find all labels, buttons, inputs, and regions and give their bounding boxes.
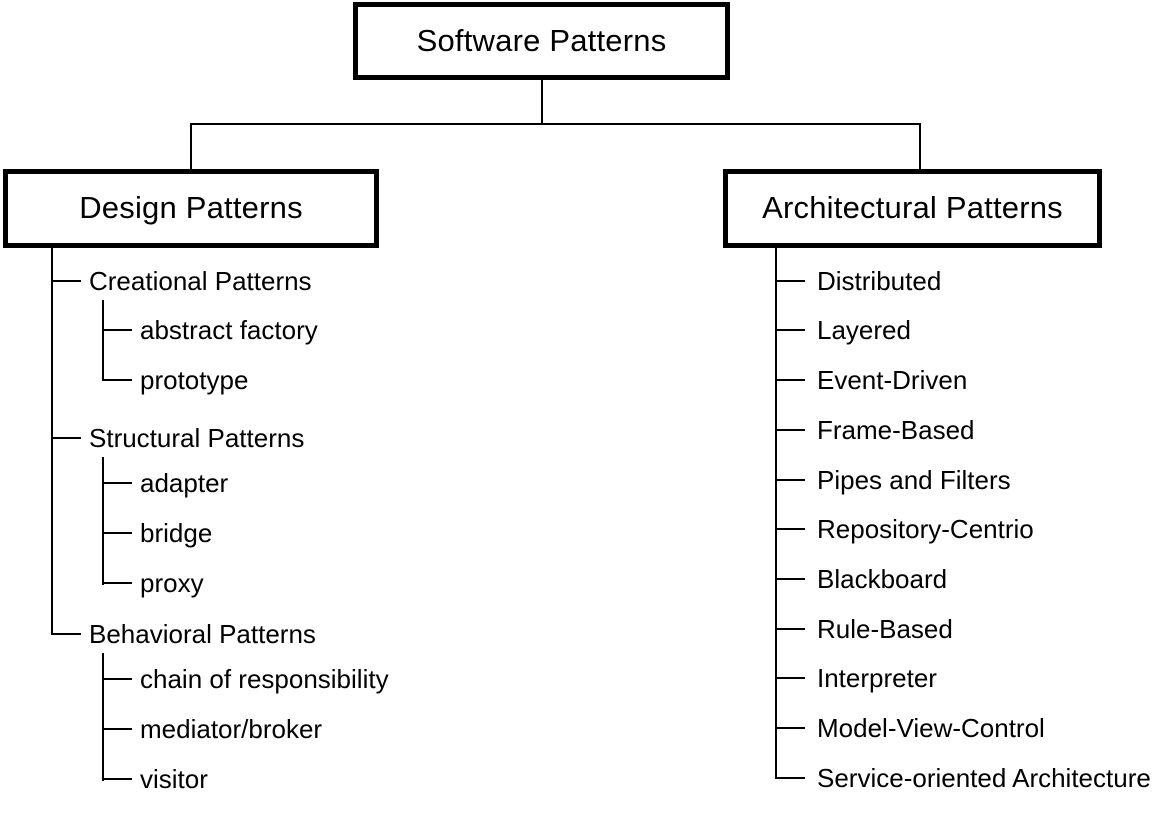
branch-stub-icon	[51, 280, 81, 282]
node-software-patterns: Software Patterns	[353, 2, 730, 80]
node-label-software-patterns: Software Patterns	[416, 22, 667, 58]
tree-row-abstract-factory: abstract factory	[0, 305, 380, 355]
tree-subtrunk-creational	[102, 300, 104, 380]
branch-stub-icon	[775, 379, 805, 381]
tree-row-mediator-broker: mediator/broker	[0, 704, 460, 754]
node-label-design-patterns: Design Patterns	[79, 190, 303, 226]
branch-stub-icon	[775, 280, 805, 282]
branch-stub-icon	[102, 379, 132, 381]
tree-row-frame-based: Frame-Based	[0, 405, 1159, 455]
tree-label-interpreter: Interpreter	[817, 663, 937, 693]
tree-label-frame-based: Frame-Based	[817, 415, 975, 445]
branch-stub-icon	[775, 677, 805, 679]
tree-row-interpreter: Interpreter	[0, 653, 1159, 703]
branch-stub-icon	[102, 482, 132, 484]
node-label-architectural-patterns: Architectural Patterns	[762, 190, 1063, 226]
connector-horizontal-bus	[190, 123, 921, 125]
tree-row-blackboard: Blackboard	[0, 554, 1159, 604]
branch-stub-icon	[51, 437, 81, 439]
branch-stub-icon	[102, 728, 132, 730]
tree-label-creational-patterns: Creational Patterns	[89, 266, 312, 296]
tree-row-behavioral-patterns: Behavioral Patterns	[0, 609, 380, 659]
tree-label-distributed: Distributed	[817, 266, 942, 296]
tree-row-adapter: adapter	[0, 458, 380, 508]
tree-label-layered: Layered	[817, 315, 911, 345]
tree-label-rule-based: Rule-Based	[817, 614, 953, 644]
connector-drop-architectural	[919, 123, 921, 170]
tree-subtrunk-behavioral	[102, 653, 104, 781]
tree-subtrunk-structural	[102, 457, 104, 585]
branch-stub-icon	[775, 628, 805, 630]
tree-label-behavioral-patterns: Behavioral Patterns	[89, 619, 316, 649]
branch-stub-icon	[775, 329, 805, 331]
branch-stub-icon	[775, 578, 805, 580]
tree-row-chain-of-responsibility: chain of responsibility	[0, 654, 460, 704]
tree-label-prototype: prototype	[140, 365, 249, 395]
tree-label-model-view-control: Model-View-Control	[817, 713, 1045, 743]
branch-stub-icon	[102, 678, 132, 680]
branch-stub-icon	[775, 479, 805, 481]
tree-label-adapter: adapter	[140, 468, 229, 498]
node-design-patterns: Design Patterns	[3, 169, 379, 248]
tree-row-proxy: proxy	[0, 558, 380, 608]
tree-label-structural-patterns: Structural Patterns	[89, 423, 305, 453]
tree-row-pipes-and-filters: Pipes and Filters	[0, 455, 1159, 505]
tree-label-blackboard: Blackboard	[817, 564, 948, 594]
tree-row-bridge: bridge	[0, 508, 380, 558]
tree-trunk-architectural-patterns	[775, 248, 777, 778]
branch-stub-icon	[775, 429, 805, 431]
tree-row-visitor: visitor	[0, 754, 460, 804]
branch-stub-icon	[102, 532, 132, 534]
tree-row-distributed: Distributed	[0, 256, 1159, 306]
node-architectural-patterns: Architectural Patterns	[723, 169, 1102, 248]
tree-label-chain-of-responsibility: chain of responsibility	[140, 664, 389, 694]
tree-label-bridge: bridge	[140, 518, 213, 548]
tree-row-structural-patterns: Structural Patterns	[0, 413, 380, 463]
tree-label-service-oriented-architecture: Service-oriented Architecture	[817, 763, 1151, 793]
tree-row-creational-patterns: Creational Patterns	[0, 256, 380, 306]
connector-root-stem	[541, 80, 543, 124]
tree-row-service-oriented-architecture: Service-oriented Architecture	[0, 753, 1159, 803]
tree-row-model-view-control: Model-View-Control	[0, 703, 1159, 753]
branch-stub-icon	[102, 582, 132, 584]
branch-stub-icon	[775, 777, 805, 779]
tree-trunk-design-patterns	[51, 248, 53, 633]
tree-label-visitor: visitor	[140, 764, 208, 794]
tree-row-event-driven: Event-Driven	[0, 355, 1159, 405]
tree-label-event-driven: Event-Driven	[817, 365, 968, 395]
tree-label-pipes-and-filters: Pipes and Filters	[817, 465, 1011, 495]
tree-row-prototype: prototype	[0, 355, 380, 405]
branch-stub-icon	[51, 633, 81, 635]
tree-row-rule-based: Rule-Based	[0, 604, 1159, 654]
tree-label-repository-centrio: Repository-Centrio	[817, 514, 1034, 544]
branch-stub-icon	[775, 727, 805, 729]
tree-row-repository-centrio: Repository-Centrio	[0, 504, 1159, 554]
branch-stub-icon	[102, 329, 132, 331]
tree-row-layered: Layered	[0, 305, 1159, 355]
connector-drop-design	[190, 123, 192, 170]
branch-stub-icon	[775, 528, 805, 530]
tree-label-proxy: proxy	[140, 568, 204, 598]
tree-label-abstract-factory: abstract factory	[140, 315, 318, 345]
branch-stub-icon	[102, 778, 132, 780]
tree-label-mediator-broker: mediator/broker	[140, 714, 323, 744]
